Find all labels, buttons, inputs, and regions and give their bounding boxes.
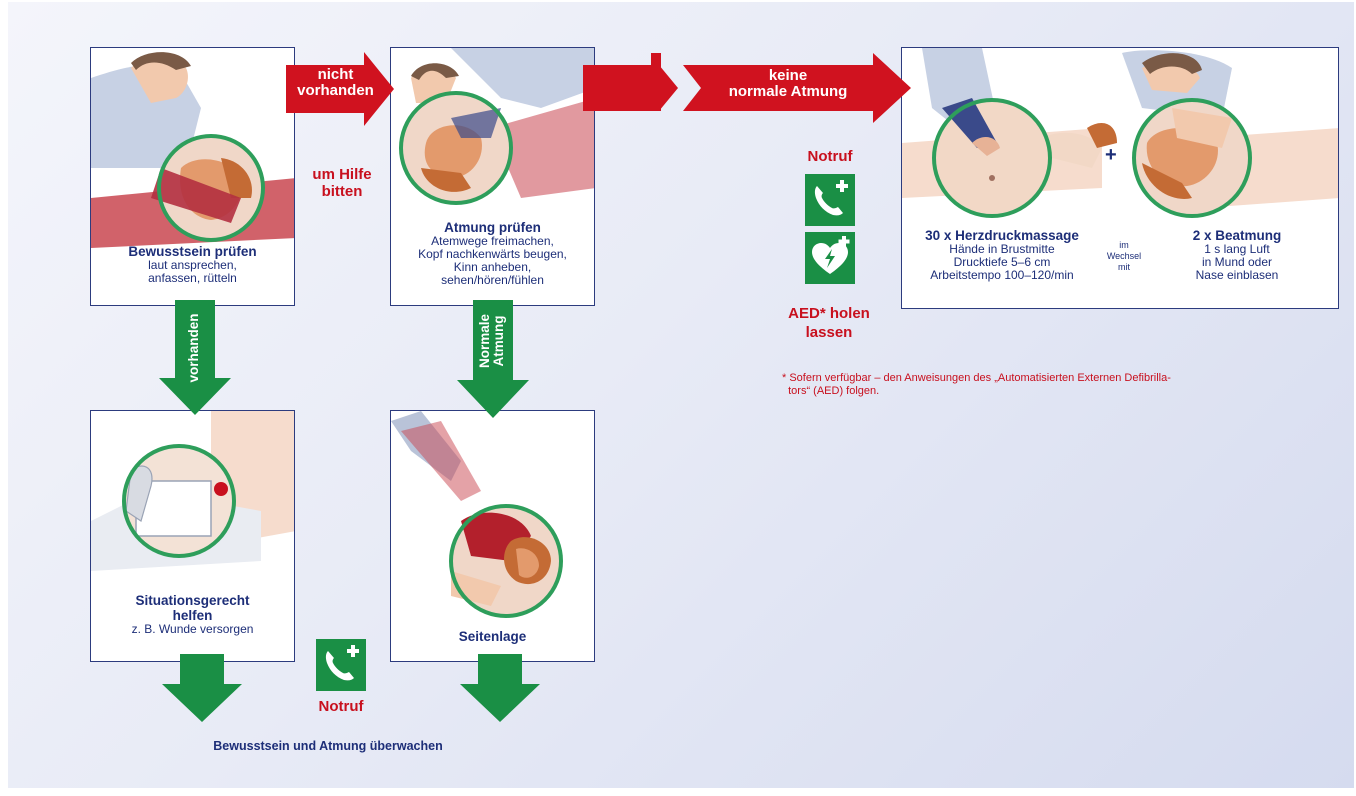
emergency-phone-icon-bottom [316, 639, 366, 691]
fetch-aed-label: AED* holen lassen [788, 305, 870, 341]
illustration-cpr [902, 48, 1338, 218]
caption-breaths: 2 x Beatmung 1 s lang Luft in Mund oder … [1142, 228, 1332, 282]
emergency-call-label-bottom: Notruf [318, 698, 364, 715]
card-recovery-position: Seitenlage [390, 410, 595, 662]
monitor-label: Bewusstsein und Atmung überwachen [213, 739, 443, 753]
arrow-normal-breathing [457, 300, 529, 418]
step-instructions: Atemwege freimachen, Kopf nachkenwärts b… [418, 234, 567, 287]
illustration-recovery-position [391, 411, 594, 626]
caption-compressions: 30 x Herzdruckmassage Hände in Brustmitt… [902, 228, 1102, 282]
step-instructions: z. B. Wunde versorgen [131, 622, 254, 636]
arrow-present [159, 300, 231, 415]
step-title: Atmung prüfen [444, 220, 541, 235]
arrow-not-present-label: nicht vorhanden [297, 66, 374, 99]
step-title: Situationsgerecht helfen [135, 593, 250, 623]
caption-check-consciousness: Bewusstsein prüfen laut ansprechen, anfa… [91, 244, 294, 285]
caption-recovery-position: Seitenlage [391, 629, 594, 644]
step-title: Bewusstsein prüfen [128, 244, 257, 259]
first-aid-flowchart: Bewusstsein prüfen laut ansprechen, anfa… [8, 2, 1354, 788]
illustration-check-breathing [391, 48, 594, 218]
breaths-title: 2 x Beatmung [1192, 228, 1282, 243]
arrow-present-label: vorhanden [186, 313, 201, 383]
plus-sign: + [1105, 144, 1117, 166]
illustration-bandage-wound [91, 411, 294, 591]
emergency-call-label-top: Notruf [807, 148, 853, 165]
step-title: Seitenlage [458, 629, 527, 644]
caption-check-breathing: Atmung prüfen Atemwege freimachen, Kopf … [391, 220, 594, 287]
step-instructions: laut ansprechen, anfassen, rütteln [148, 258, 237, 285]
arrow-monitor-left [162, 654, 242, 722]
arrow-monitor-right [460, 654, 540, 722]
call-for-help-label: um Hilfe bitten [312, 166, 372, 200]
alternate-label: im Wechsel mit [1106, 240, 1142, 272]
breaths-instructions: 1 s lang Luft in Mund oder Nase einblase… [1195, 242, 1279, 282]
card-check-breathing: Atmung prüfen Atemwege freimachen, Kopf … [390, 47, 595, 306]
emergency-phone-icon [805, 174, 855, 226]
card-situational-help: Situationsgerecht helfen z. B. Wunde ver… [90, 410, 295, 662]
compressions-instructions: Hände in Brustmitte Drucktiefe 5–6 cm Ar… [930, 242, 1074, 282]
card-check-consciousness: Bewusstsein prüfen laut ansprechen, anfa… [90, 47, 295, 306]
caption-situational-help: Situationsgerecht helfen z. B. Wunde ver… [91, 593, 294, 636]
card-cpr: + 30 x Herzdruckmassage Hände in Brustmi… [901, 47, 1339, 309]
arrow-normal-breathing-label: Normale Atmung [477, 313, 506, 369]
arrow-no-breathing-label: keine normale Atmung [728, 67, 848, 100]
illustration-check-consciousness [91, 48, 294, 248]
compressions-title: 30 x Herzdruckmassage [925, 228, 1079, 243]
aed-heart-icon [805, 232, 855, 284]
arrow-not-present [286, 52, 394, 126]
arrow-no-breathing [583, 53, 911, 123]
aed-footnote: * Sofern verfügbar – den Anweisungen des… [782, 372, 1171, 397]
